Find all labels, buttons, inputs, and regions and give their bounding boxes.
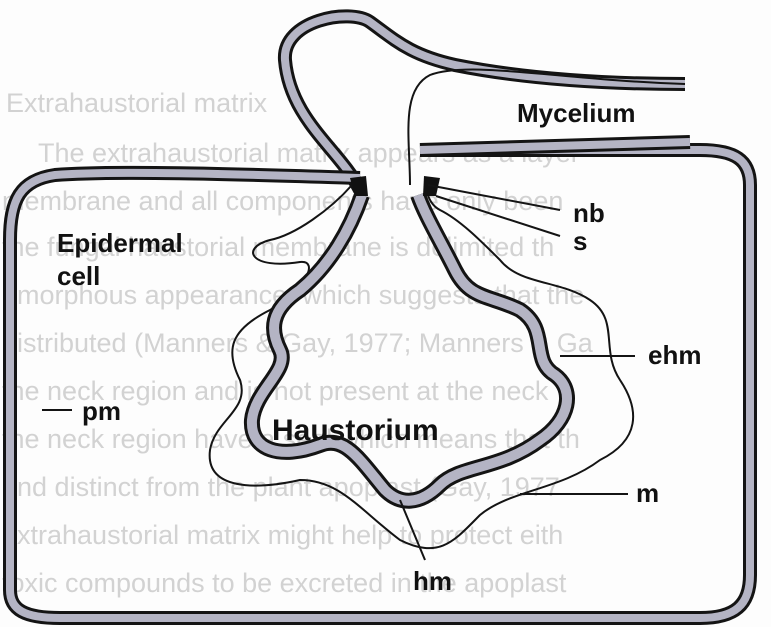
s-label: s (573, 226, 587, 256)
m-label: m (636, 478, 659, 508)
epidermal-cell-label-line2: cell (57, 261, 100, 291)
neck-band-left (350, 176, 368, 196)
nb-pointer (428, 185, 560, 210)
haustorium-body-fill (252, 195, 567, 501)
haustorium-label: Haustorium (272, 414, 439, 447)
nb-label: nb (573, 198, 605, 228)
epidermal-cell-wall-fill (10, 150, 750, 618)
epidermal-cell-wall (10, 150, 750, 618)
pm-label: pm (82, 396, 121, 426)
hm-pointer (400, 500, 425, 560)
epidermal-cell-label-line1: Epidermal (57, 228, 183, 258)
s-pointer (436, 196, 560, 236)
mycelium-label: Mycelium (517, 98, 636, 128)
ehm-label: ehm (648, 340, 701, 370)
hm-label: hm (413, 566, 452, 596)
epidermal-cell-label: Epidermal cell (57, 228, 190, 291)
